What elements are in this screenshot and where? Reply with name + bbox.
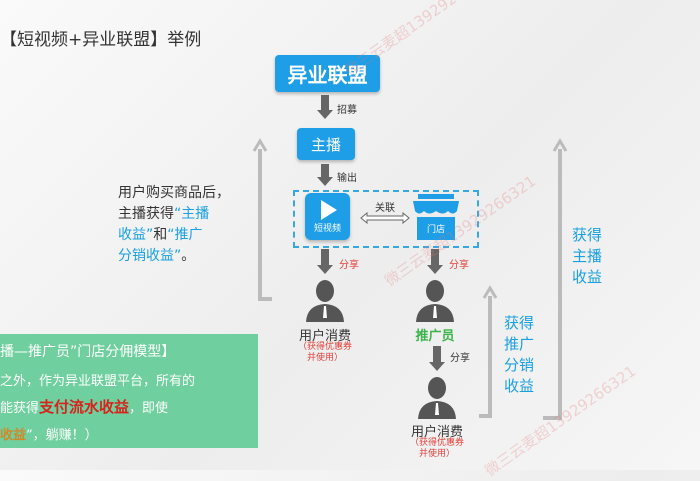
user-icon bbox=[418, 377, 456, 419]
green-box-line: 能获得支付流水收益，即使 bbox=[0, 396, 168, 417]
share-label: 分享 bbox=[450, 353, 470, 364]
note-text: 和 bbox=[153, 227, 168, 243]
note-highlight: 收益” bbox=[118, 227, 154, 243]
left-note: 用户购买商品后， 主播获得“主播 收益”和“推广 分销收益”。 bbox=[118, 183, 230, 267]
text: ，即使 bbox=[129, 401, 169, 416]
promoter-label: 推广员 bbox=[415, 329, 455, 344]
store-icon bbox=[413, 194, 459, 240]
store-node: 门店 bbox=[410, 193, 462, 241]
anchor-node: 主播 bbox=[297, 128, 355, 160]
highlight: 收益 bbox=[0, 428, 27, 443]
label-line: 收益 bbox=[504, 377, 535, 395]
text: 能获得 bbox=[0, 401, 40, 416]
note-highlight: “推广 bbox=[167, 227, 203, 243]
note-highlight: “主播 bbox=[174, 206, 210, 222]
consumer-label: 用户消费 bbox=[410, 425, 463, 440]
text: ”，躺赚！） bbox=[26, 428, 98, 443]
share-label: 分享 bbox=[339, 260, 359, 271]
highlight: 支付流水收益 bbox=[39, 398, 130, 416]
return-bracket-icon bbox=[543, 138, 568, 420]
note-text: 主播获得 bbox=[118, 206, 174, 222]
dashed-group bbox=[293, 190, 479, 248]
arrow-down-icon bbox=[317, 95, 333, 119]
label-line: 主播 bbox=[572, 247, 603, 265]
green-info-box: 播—推广员”门店分佣模型】 之外，作为异业联盟平台，所有的 能获得支付流水收益，… bbox=[0, 334, 258, 448]
coupon-line: 并使用） bbox=[306, 353, 343, 363]
coupon-line: 并使用） bbox=[418, 449, 455, 459]
label-line: 获得 bbox=[504, 314, 535, 332]
green-box-heading: 播—推广员”门店分佣模型】 bbox=[0, 344, 176, 360]
short-video-node: 短视频 bbox=[305, 193, 350, 240]
recruit-label: 招募 bbox=[337, 105, 357, 116]
arrow-down-icon bbox=[427, 249, 443, 275]
watermark: 微三云麦超13929266321 bbox=[341, 0, 500, 80]
label-line: 推广 bbox=[504, 335, 535, 353]
coupon-line: （获得优惠券 bbox=[297, 342, 352, 352]
user-icon bbox=[306, 280, 344, 322]
share-label: 分享 bbox=[449, 260, 469, 271]
note-text: 。 bbox=[181, 248, 196, 264]
user-icon bbox=[416, 280, 454, 322]
coupon-line: （获得优惠券 bbox=[409, 438, 464, 448]
label-line: 收益 bbox=[572, 268, 603, 286]
return-bracket-icon bbox=[252, 138, 272, 301]
short-video-label: 短视频 bbox=[313, 224, 341, 234]
alliance-node: 异业联盟 bbox=[275, 55, 380, 92]
arrow-down-icon bbox=[317, 164, 333, 186]
play-icon bbox=[320, 200, 337, 220]
arrow-down-icon bbox=[429, 346, 445, 372]
green-box-line: 收益”，躺赚！） bbox=[0, 424, 98, 443]
anchor-income-label: 获得 主播 收益 bbox=[572, 225, 602, 288]
green-box-line: 之外，作为异业联盟平台，所有的 bbox=[0, 374, 196, 389]
note-highlight: 分销收益” bbox=[118, 248, 182, 264]
double-arrow-icon bbox=[360, 212, 410, 224]
link-label: 关联 bbox=[375, 203, 395, 214]
promoter-income-label: 获得 推广 分销 收益 bbox=[504, 313, 534, 397]
return-bracket-icon bbox=[479, 285, 498, 418]
store-label: 门店 bbox=[426, 225, 445, 235]
label-line: 获得 bbox=[572, 226, 603, 244]
consumer-label: 用户消费 bbox=[298, 329, 351, 344]
output-label: 输出 bbox=[337, 173, 357, 184]
note-line: 用户购买商品后， bbox=[118, 185, 230, 201]
coupon-note: （获得优惠券并使用） bbox=[290, 342, 360, 364]
coupon-note: （获得优惠券并使用） bbox=[402, 438, 472, 460]
page-title: 【短视频+异业联盟】举例 bbox=[0, 30, 202, 50]
label-line: 分销 bbox=[504, 356, 535, 374]
arrow-down-icon bbox=[317, 249, 333, 275]
